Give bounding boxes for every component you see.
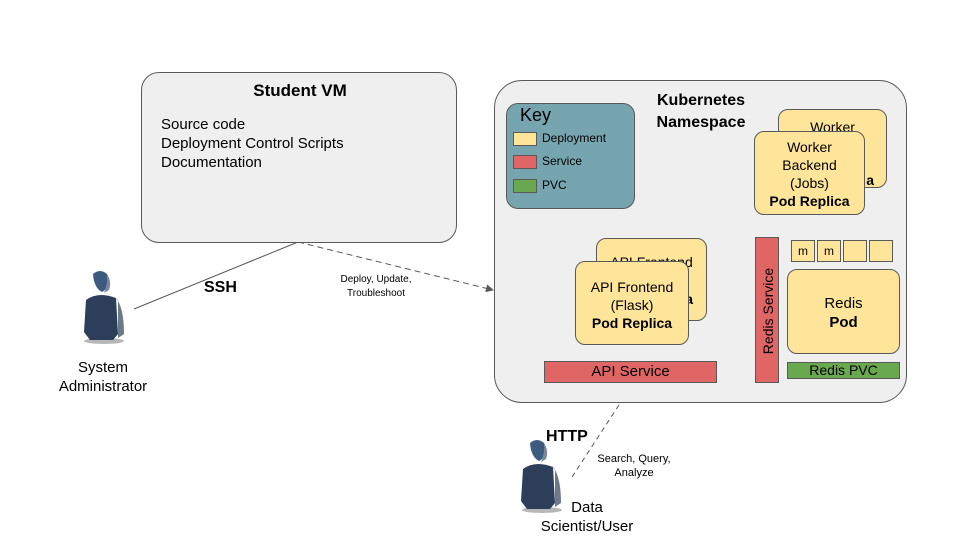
redis-service: Redis Service [755, 237, 779, 383]
deploy-label-line1: Deploy, Update, [340, 274, 412, 285]
namespace-title-line2: Namespace [656, 114, 746, 131]
api-service-label: API Service [591, 363, 670, 380]
student-vm-contents: Source code Deployment Control Scripts D… [161, 115, 344, 172]
redis-pvc-label: Redis PVC [809, 362, 878, 378]
data-scientist-label: Data Scientist/User [527, 498, 647, 536]
legend-key: Key Deployment Service PVC [506, 103, 635, 209]
data-scientist-label-line2: Scientist/User [540, 518, 634, 535]
vm-line-documentation: Documentation [161, 154, 262, 171]
legend-label-deployment: Deployment [542, 131, 607, 145]
api-back-partial: a [685, 291, 693, 307]
search-label: Search, Query, Analyze [589, 452, 679, 480]
legend-swatch-pvc [513, 179, 537, 193]
redis-pod-line1: Redis [824, 295, 863, 312]
redis-slot [843, 240, 867, 262]
worker-line1: Worker [787, 139, 832, 155]
redis-slot [869, 240, 893, 262]
legend-label-service: Service [542, 154, 583, 168]
http-label: HTTP [546, 428, 588, 445]
search-label-line2: Analyze [614, 467, 654, 479]
vm-line-deploy-scripts: Deployment Control Scripts [161, 135, 344, 152]
legend-label-pvc: PVC [542, 178, 567, 192]
api-pod-replica: API Frontend (Flask) Pod Replica [575, 261, 689, 345]
deploy-arrow [297, 241, 494, 293]
legend-swatch-service [513, 155, 537, 169]
namespace-title-line1: Kubernetes [656, 92, 746, 109]
student-vm-box: Student VM Source code Deployment Contro… [141, 72, 457, 243]
namespace-title: Kubernetes Namespace [636, 90, 766, 134]
worker-pod-replica: Worker Backend (Jobs) Pod Replica [754, 131, 865, 215]
redis-service-label: Redis Service [760, 267, 776, 355]
student-vm-title: Student VM [253, 81, 347, 100]
api-service: API Service [544, 361, 717, 383]
deploy-label-line2: Troubleshoot [347, 288, 405, 299]
vm-line-source-code: Source code [161, 116, 246, 133]
redis-slot: m [817, 240, 841, 262]
legend-swatch-deployment [513, 132, 537, 146]
redis-pvc: Redis PVC [787, 362, 900, 379]
data-scientist-label-line1: Data [571, 499, 603, 516]
worker-back-partial: a [866, 172, 874, 188]
worker-line4: Pod Replica [769, 193, 850, 209]
redis-pod: Redis Pod [787, 269, 900, 354]
ssh-line [133, 241, 299, 310]
worker-line2: Backend [782, 157, 837, 173]
deploy-label: Deploy, Update, Troubleshoot [326, 273, 426, 301]
search-label-line1: Search, Query, [597, 453, 671, 465]
api-line3: Pod Replica [591, 315, 673, 331]
administrator-person-icon [84, 271, 124, 344]
redis-pod-line2: Pod [829, 314, 858, 331]
administrator-label-line2: Administrator [58, 378, 148, 395]
api-line1: API Frontend [590, 279, 674, 295]
api-line2: (Flask) [610, 297, 654, 313]
ssh-label: SSH [204, 279, 237, 296]
data-scientist-person-icon [521, 440, 562, 513]
legend-title: Key [520, 105, 552, 125]
administrator-label-line1: System [77, 359, 128, 376]
administrator-label: System Administrator [48, 358, 158, 396]
redis-slot: m [791, 240, 815, 262]
worker-line3: (Jobs) [790, 175, 829, 191]
